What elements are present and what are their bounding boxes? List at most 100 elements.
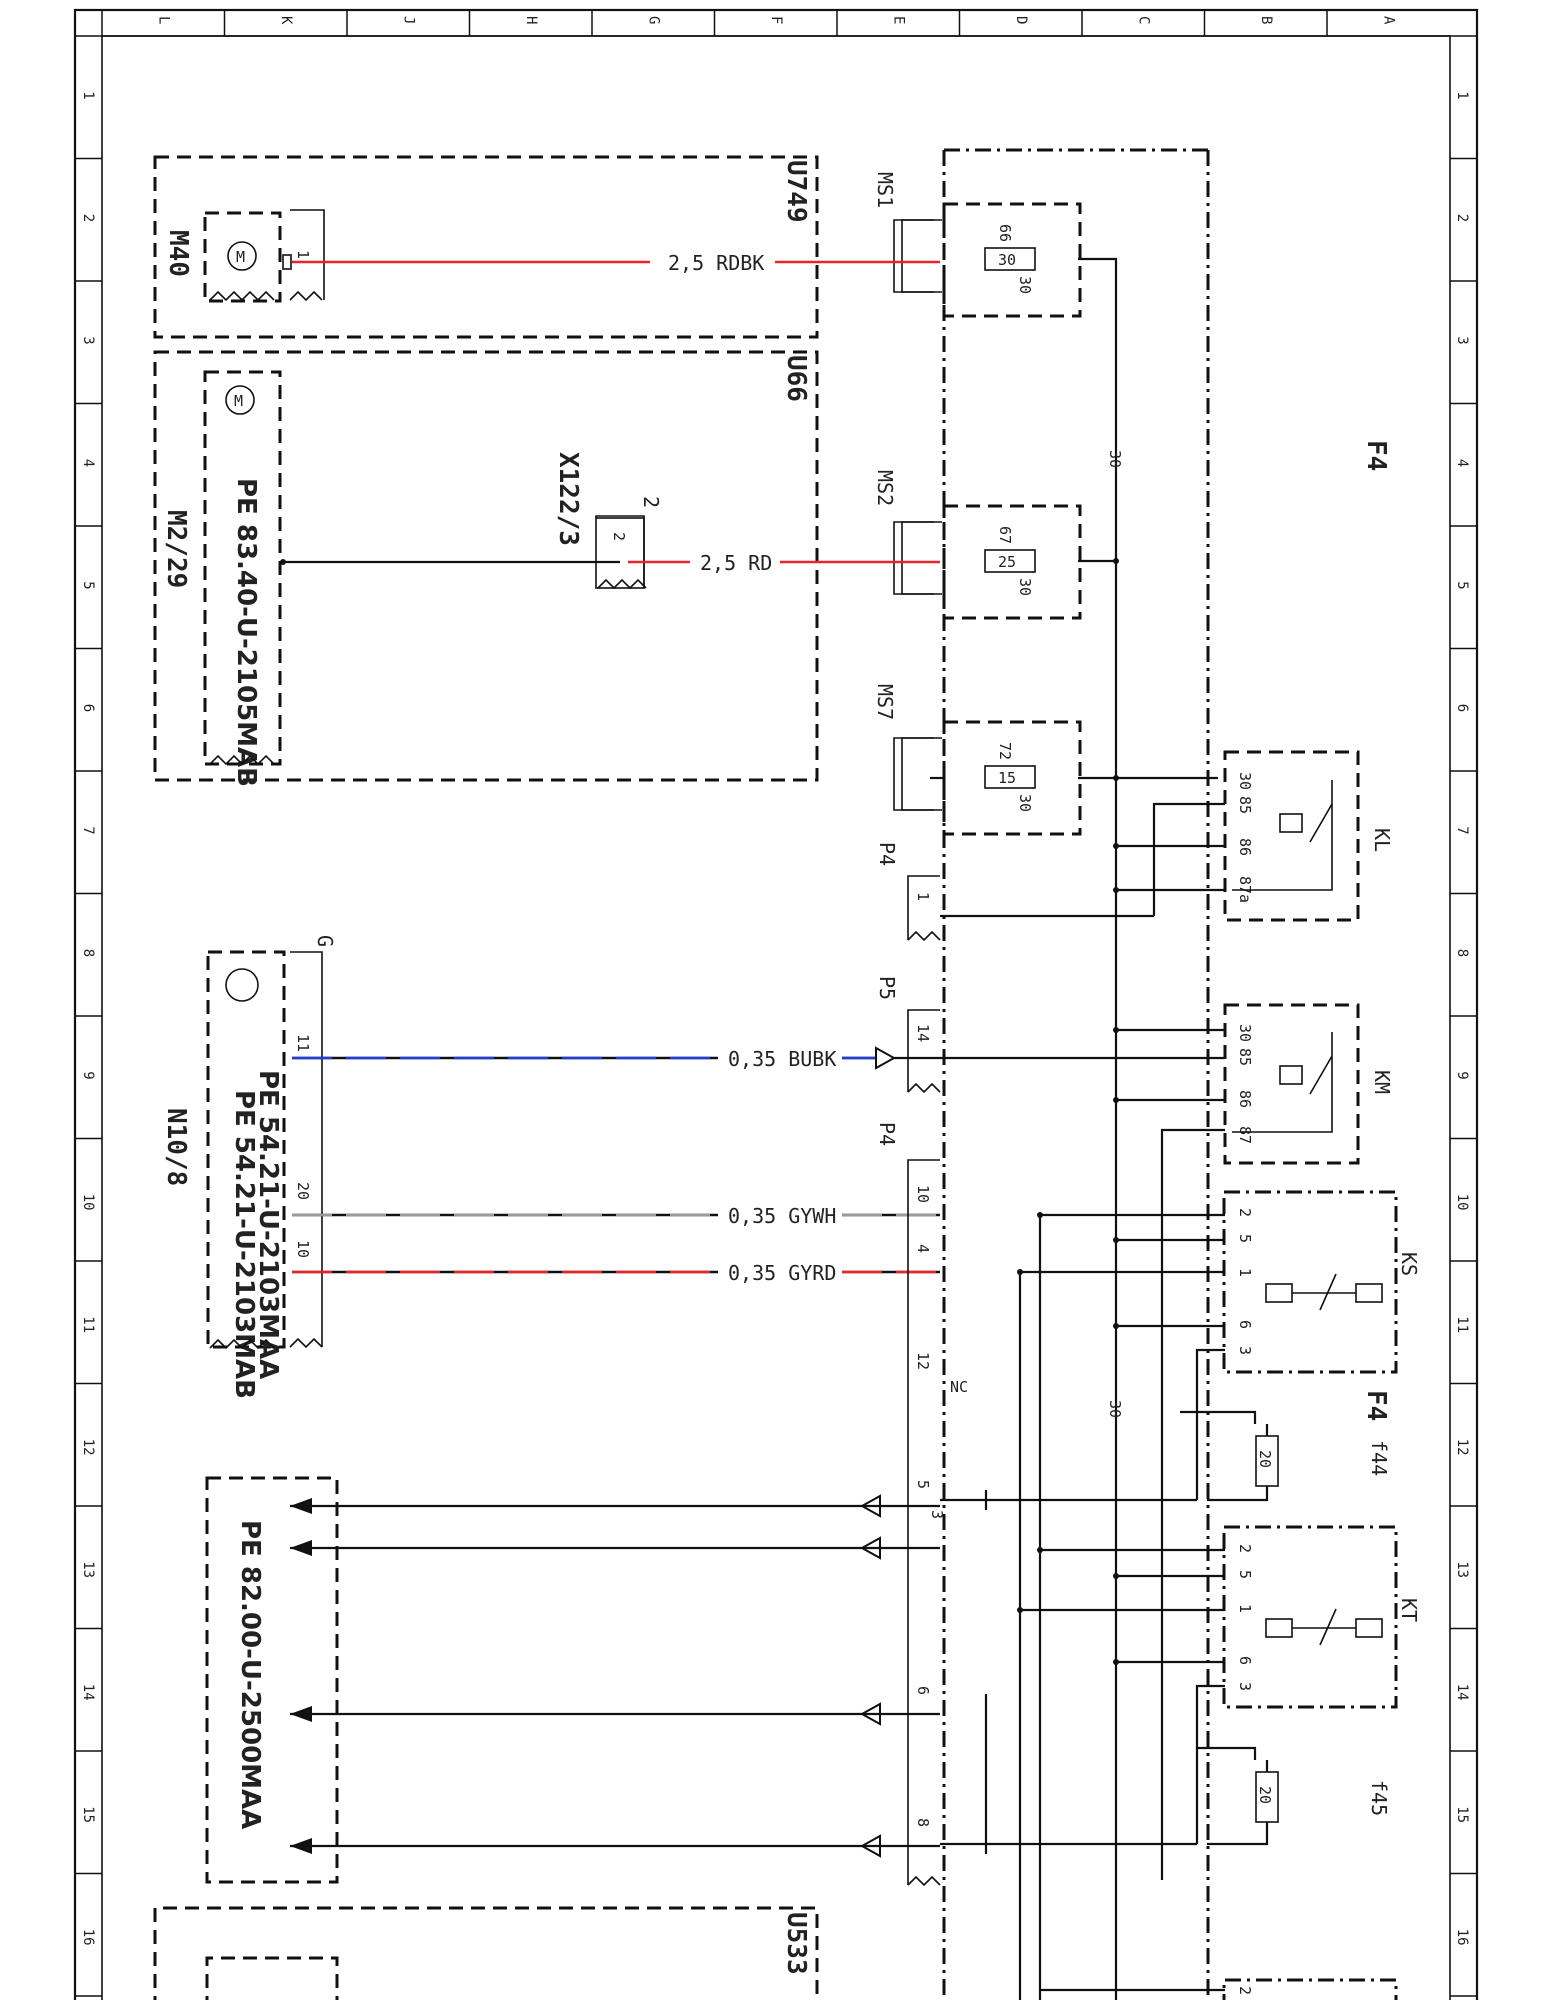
wire-gywh-label: 0,35 GYWH xyxy=(728,1204,836,1228)
kt-pin-3: 3 xyxy=(1236,1682,1254,1691)
wire-gyrd-label: 0,35 GYRD xyxy=(728,1261,836,1285)
row-label-left: 16 xyxy=(80,1929,96,1946)
kt-pin-2: 2 xyxy=(1236,1544,1254,1553)
m40-pin: 1 xyxy=(294,250,312,259)
fuse-15-in: 72 xyxy=(996,742,1014,760)
col-label: J xyxy=(400,16,416,24)
p4-main-label: P4 xyxy=(875,1122,899,1146)
n10-8-ref2: PE 54.21-U-2103MAB xyxy=(229,1090,259,1399)
pe-82-ref: PE 82.00-U-2500MAA xyxy=(235,1520,265,1829)
fuse-30-value: 30 xyxy=(998,251,1016,269)
nc-label: NC xyxy=(950,1378,968,1396)
fuse-f44-label: f44 xyxy=(1367,1440,1391,1476)
p4-pin-12: 12 xyxy=(914,1352,932,1370)
bus-30: 30 30 xyxy=(1078,257,1124,2005)
col-label: K xyxy=(278,16,294,25)
relay-ks: KS 2 5 1 6 3 xyxy=(1017,1190,1421,1424)
km-pin-87: 87 xyxy=(1236,1126,1254,1144)
relay-kl: KL 30 85 86 87a xyxy=(1113,750,1394,922)
km-pin-86: 86 xyxy=(1236,1090,1254,1108)
n10-pin-11: 11 xyxy=(294,1034,312,1052)
relay-kt-label: KT xyxy=(1397,1598,1421,1622)
ks-pin-3: 3 xyxy=(1236,1346,1254,1355)
kt-pin-5: 5 xyxy=(1236,1570,1254,1579)
row-label-left: 4 xyxy=(80,459,96,467)
row-label-right: 16 xyxy=(1454,1929,1470,1946)
relay-kt: KT 2 5 1 6 3 xyxy=(1017,1525,1421,1760)
x122-pin-outer: 2 xyxy=(639,496,663,508)
ms2-label: MS2 xyxy=(873,470,897,506)
fuse-f44-value: 20 xyxy=(1256,1450,1274,1468)
fuse-25 xyxy=(984,549,1036,573)
row-label-right: 6 xyxy=(1454,704,1470,712)
col-label: E xyxy=(890,16,906,24)
row-label-right: 8 xyxy=(1454,949,1470,957)
wire-rdbk-label: 2,5 RDBK xyxy=(668,251,764,275)
row-label-right: 12 xyxy=(1454,1439,1470,1456)
row-label-left: 7 xyxy=(80,826,96,834)
p4-top-label: P4 xyxy=(875,842,899,866)
n10-8-connector: G xyxy=(313,935,337,947)
wire-rd-label: 2,5 RD xyxy=(700,551,772,575)
output-arrow xyxy=(290,1498,312,1514)
fuse-15 xyxy=(984,765,1036,789)
fuse-f45-label: f45 xyxy=(1367,1780,1391,1816)
ks-pin-5: 5 xyxy=(1236,1234,1254,1243)
wire-gyrd: 0,35 GYRD xyxy=(292,1261,940,1285)
row-label-right: 11 xyxy=(1454,1316,1470,1333)
p4-pin-4: 4 xyxy=(914,1244,932,1253)
row-label-right: 13 xyxy=(1454,1561,1470,1578)
row-label-right: 15 xyxy=(1454,1806,1470,1823)
n10-8-label: N10/8 xyxy=(161,1108,191,1186)
connector-arrow xyxy=(859,1494,881,1518)
bus-30-label-b: 30 xyxy=(1106,1400,1124,1418)
p4-pin-3: 3 xyxy=(928,1510,946,1519)
fuse-25-value: 25 xyxy=(998,553,1016,571)
n10-8-component: PE 54.21-U-2103MAA PE 54.21-U-2103MAB N1… xyxy=(161,935,337,1399)
n10-pin-10: 10 xyxy=(294,1240,312,1258)
col-label: B xyxy=(1258,16,1274,24)
connector-arrow xyxy=(859,1702,881,1726)
row-label-right: 1 xyxy=(1454,91,1470,99)
row-label-left: 14 xyxy=(80,1684,96,1701)
row-label-left: 6 xyxy=(80,704,96,712)
output-arrow xyxy=(290,1706,312,1722)
row-label-left: 12 xyxy=(80,1439,96,1456)
u749-label: U749 xyxy=(781,160,811,223)
row-label-right: 9 xyxy=(1454,1071,1470,1079)
f4-top-label: F4 xyxy=(1361,440,1391,471)
x122-3-label: X122/3 xyxy=(553,452,583,546)
row-label-right: 14 xyxy=(1454,1684,1470,1701)
x122-pin-inner: 2 xyxy=(610,532,628,541)
bus-30-label-a: 30 xyxy=(1106,450,1124,468)
fuse-f45-value: 20 xyxy=(1256,1786,1274,1804)
distribution-lines xyxy=(940,1215,1199,2000)
p4-pin-5: 5 xyxy=(914,1480,932,1489)
p4-top-pin: 1 xyxy=(914,892,932,901)
relay-km-label: KM xyxy=(1370,1070,1394,1094)
module-u749: U749 xyxy=(153,155,819,339)
p4-pin-10: 10 xyxy=(914,1185,932,1203)
fuse-30 xyxy=(984,247,1036,271)
ms7-fuse-module: MS7 15 72 30 xyxy=(873,684,1082,836)
module-f4: F4 F4 xyxy=(942,148,1391,2005)
m2-29-component: M PE 83.40-U-2105MAB M2/29 xyxy=(161,370,286,787)
k16-pin-2: 2 xyxy=(1236,1986,1254,1995)
col-label: D xyxy=(1013,16,1029,24)
pe-82-block: PE 82.00-U-2500MAA xyxy=(205,1476,940,1884)
row-label-left: 3 xyxy=(80,336,96,344)
relay-bottom: 2 xyxy=(1040,1978,1398,2005)
fuse-f45: 20 f45 xyxy=(1207,1760,1391,1846)
fuse-25-out: 30 xyxy=(1016,578,1034,596)
wire-rdbk: 2,5 RDBK xyxy=(292,251,940,275)
drawing-frame xyxy=(73,8,1479,2005)
p5-label: P5 xyxy=(875,976,899,1000)
ks-pin-1: 1 xyxy=(1236,1268,1254,1277)
n10-8-ref1: PE 54.21-U-2103MAA xyxy=(253,1070,283,1379)
m2-29-label: M2/29 xyxy=(161,510,191,588)
kl-pin-86: 86 xyxy=(1236,838,1254,856)
row-label-left: 5 xyxy=(80,581,96,589)
wire-bubk: 0,35 BUBK xyxy=(292,1046,940,1071)
